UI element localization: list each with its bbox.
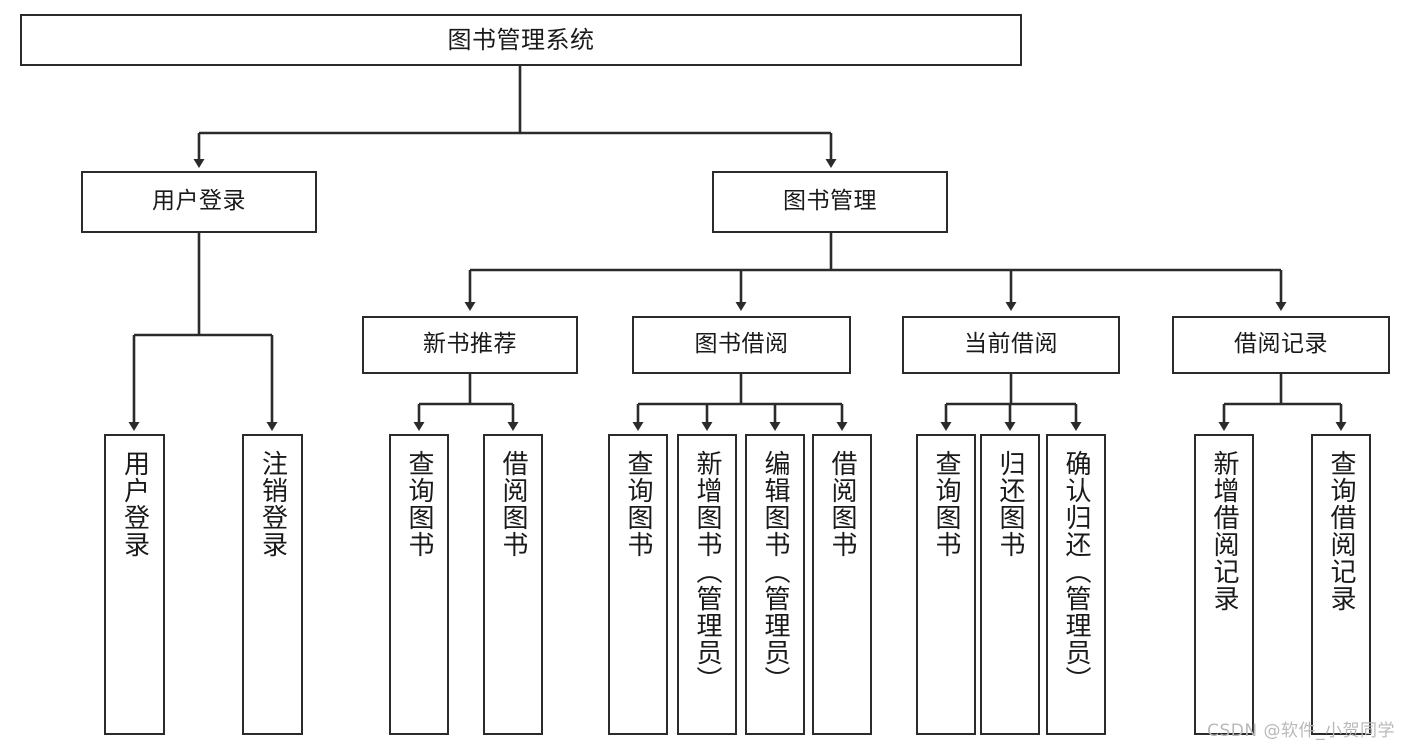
node-leaf-borrow-book-2-label: 借阅图书 <box>827 450 858 558</box>
node-borrow-record[interactable]: 借阅记录 <box>1172 316 1390 374</box>
node-book-borrow-label: 图书借阅 <box>694 331 789 358</box>
watermark: CSDN @软件_小贺同学 <box>1207 721 1395 741</box>
node-leaf-logout-label: 注销登录 <box>257 450 288 558</box>
node-leaf-borrow-book-2[interactable]: 借阅图书 <box>812 434 872 735</box>
node-leaf-borrow-book-1[interactable]: 借阅图书 <box>483 434 543 735</box>
node-leaf-add-record-label: 新增借阅记录 <box>1209 450 1240 612</box>
node-root[interactable]: 图书管理系统 <box>20 14 1022 66</box>
node-current-borrow-label: 当前借阅 <box>964 331 1058 358</box>
node-leaf-edit-book-label: 编辑图书（管理员） <box>760 450 791 693</box>
node-leaf-query-book-3[interactable]: 查询图书 <box>916 434 976 735</box>
node-leaf-borrow-book-1-label: 借阅图书 <box>498 450 529 558</box>
node-leaf-user-login[interactable]: 用户登录 <box>104 434 165 735</box>
node-leaf-return-book[interactable]: 归还图书 <box>980 434 1040 735</box>
node-leaf-query-book-1[interactable]: 查询图书 <box>389 434 449 735</box>
node-leaf-query-record[interactable]: 查询借阅记录 <box>1311 434 1371 735</box>
node-book-manage-label: 图书管理 <box>783 188 877 215</box>
node-leaf-query-record-label: 查询借阅记录 <box>1326 450 1357 612</box>
node-user-login[interactable]: 用户登录 <box>81 171 317 233</box>
node-new-book-rec-label: 新书推荐 <box>423 331 517 358</box>
node-borrow-record-label: 借阅记录 <box>1234 331 1328 358</box>
node-leaf-add-book-label: 新增图书（管理员） <box>692 450 723 693</box>
node-leaf-return-book-label: 归还图书 <box>995 450 1026 558</box>
node-leaf-logout[interactable]: 注销登录 <box>242 434 303 735</box>
node-leaf-edit-book[interactable]: 编辑图书（管理员） <box>745 434 805 735</box>
node-current-borrow[interactable]: 当前借阅 <box>902 316 1120 374</box>
node-leaf-add-book[interactable]: 新增图书（管理员） <box>677 434 737 735</box>
node-new-book-rec[interactable]: 新书推荐 <box>362 316 578 374</box>
node-book-borrow[interactable]: 图书借阅 <box>632 316 851 374</box>
node-user-login-label: 用户登录 <box>152 188 246 215</box>
node-leaf-query-book-3-label: 查询图书 <box>931 450 962 558</box>
node-leaf-user-login-label: 用户登录 <box>119 450 150 558</box>
node-leaf-query-book-2-label: 查询图书 <box>623 450 654 558</box>
node-leaf-query-book-1-label: 查询图书 <box>404 450 435 558</box>
node-leaf-add-record[interactable]: 新增借阅记录 <box>1194 434 1254 735</box>
node-leaf-confirm-return-label: 确认归还（管理员） <box>1061 450 1092 693</box>
node-leaf-query-book-2[interactable]: 查询图书 <box>608 434 668 735</box>
node-root-label: 图书管理系统 <box>447 25 595 54</box>
node-leaf-confirm-return[interactable]: 确认归还（管理员） <box>1046 434 1106 735</box>
node-book-manage[interactable]: 图书管理 <box>712 171 948 233</box>
